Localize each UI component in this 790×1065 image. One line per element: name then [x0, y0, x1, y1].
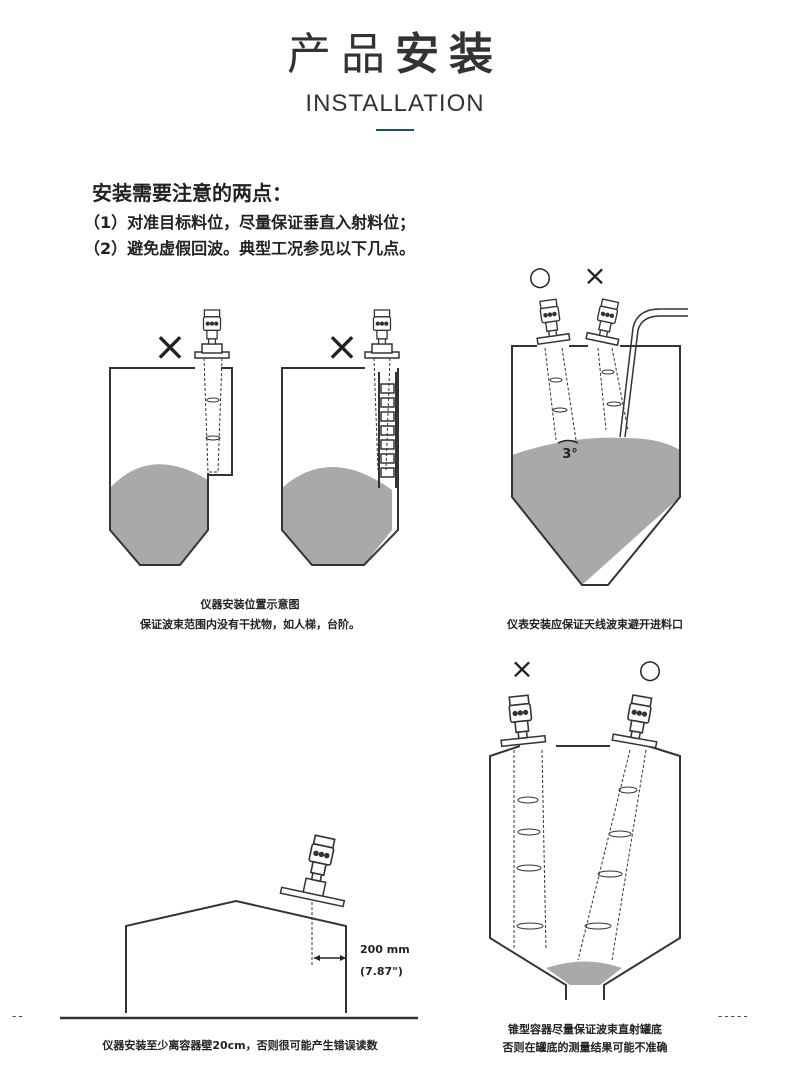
- intro-point-1: （1）对准目标料位，尽量保证垂直入射料位；: [84, 213, 416, 232]
- page-title: 产品安装: [0, 18, 790, 82]
- right-dashes: -----: [718, 1009, 750, 1023]
- intro-point-2: （2）避免虚假回波。典型工况参见以下几点。: [84, 239, 416, 258]
- fig2-cross-mark: ×: [583, 259, 606, 292]
- page-subtitle: INSTALLATION: [305, 90, 485, 117]
- fig4-caption-line2: 否则在罐底的测量结果可能不准确: [502, 1041, 668, 1054]
- fig3-caption: 仪器安装至少离容器壁20cm，否则很可能产生错误读数: [102, 1039, 378, 1052]
- figure-2-diagram: 3° ○ ×: [511, 259, 688, 586]
- tank-b: ×: [281, 309, 400, 566]
- figure-4-diagram: × ○: [489, 652, 681, 1000]
- fig4-caption-line1: 锥型容器尽量保证波束直射罐底: [508, 1023, 662, 1036]
- fig1-caption-line1: 仪器安装位置示意图: [200, 598, 300, 611]
- title-bold: 安装: [395, 29, 503, 80]
- figure-1-diagram: × ×: [109, 309, 400, 566]
- fig4-circle-mark: ○: [639, 655, 662, 685]
- left-dashes: --: [12, 1009, 25, 1023]
- fig2-caption: 仪表安装应保证天线波束避开进料口: [507, 618, 683, 631]
- accent-divider: [376, 129, 414, 131]
- intro-heading: 安装需要注意的两点：: [92, 181, 292, 205]
- fig3-distance-mm: 200 mm: [360, 943, 410, 956]
- fig3-distance-in: (7.87"): [360, 965, 403, 978]
- fig2-angle-label: 3°: [562, 447, 578, 462]
- fig4-cross-mark: ×: [510, 652, 533, 685]
- fig2-circle-mark: ○: [529, 262, 552, 292]
- figure-3-diagram: 200 mm (7.87"): [60, 834, 418, 1020]
- fig1-cross-mark-a: ×: [153, 324, 187, 370]
- fig1-caption-line2: 保证波束范围内没有干扰物，如人梯，台阶。: [140, 618, 360, 631]
- title-light: 产品: [287, 29, 395, 80]
- tank-a: ×: [109, 309, 233, 566]
- fig1-cross-mark-b: ×: [325, 324, 359, 370]
